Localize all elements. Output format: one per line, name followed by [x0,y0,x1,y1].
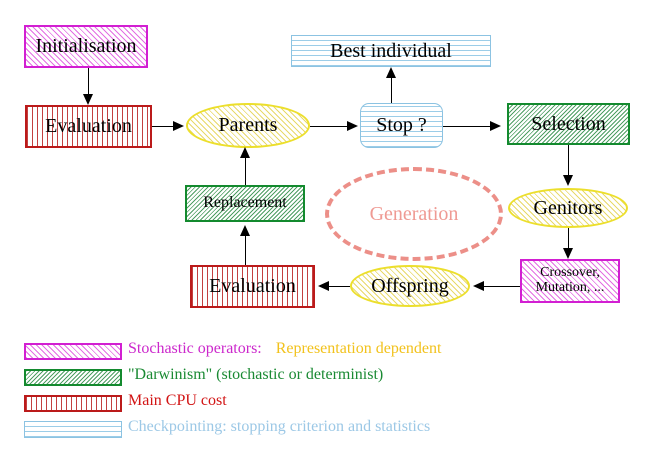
node-best-individual-label: Best individual [330,39,452,62]
legend-row-darwinism: "Darwinism" (stochastic or determinist) [0,366,662,392]
edge-selection-to-genitors [568,145,569,177]
edge-selection-to-genitors-arrowhead [563,175,573,186]
legend-text-checkpointing: Checkpointing: stopping criterion and st… [128,418,431,435]
legend-row-checkpointing: Checkpointing: stopping criterion and st… [0,418,662,444]
legend-text-stochastic-main: Stochastic operators: [128,340,262,357]
legend-row-cpu-cost: Main CPU cost [0,392,662,418]
edge-stop-to-selection [443,126,491,127]
node-evaluation-top[interactable]: Evaluation [25,105,152,148]
node-stop[interactable]: Stop ? [360,103,443,148]
node-genitors-label: Genitors [533,196,603,219]
edge-parents-to-stop [310,126,348,127]
node-stop-label: Stop ? [376,114,427,136]
legend-text-stochastic: Stochastic operators: Representation dep… [128,340,441,358]
edge-operators-to-offspring-arrowhead [473,281,484,291]
node-genitors[interactable]: Genitors [508,188,628,228]
edge-init-to-eval-arrowhead [83,94,93,105]
edge-stop-to-best [391,70,392,103]
legend-text-cpu-cost: Main CPU cost [128,392,227,409]
legend-text-stochastic-secondary: Representation dependent [275,340,442,357]
edge-parents-to-stop-arrowhead [347,121,358,131]
edge-eval-to-replacement-arrowhead [240,225,250,236]
node-offspring[interactable]: Offspring [350,265,470,307]
edge-eval-to-parents [152,126,174,127]
node-best-individual[interactable]: Best individual [291,35,491,67]
edge-replacement-to-parents [245,157,246,185]
node-evaluation-bottom[interactable]: Evaluation [190,265,315,308]
node-variation-operators-line1: Crossover, [540,265,600,281]
edge-offspring-to-eval [329,286,350,287]
node-initialisation-label: Initialisation [35,35,137,57]
edge-operators-to-offspring [484,286,520,287]
node-parents-label: Parents [218,114,278,136]
edge-eval-to-parents-arrowhead [173,121,184,131]
node-evaluation-bottom-label: Evaluation [209,275,296,297]
node-variation-operators-line2: Mutation, ... [535,280,605,295]
node-initialisation[interactable]: Initialisation [24,25,148,68]
node-parents[interactable]: Parents [186,103,310,148]
legend-swatch-blue-horizontal-hatch [24,421,122,438]
edge-offspring-to-eval-arrowhead [318,281,329,291]
legend-row-stochastic: Stochastic operators: Representation dep… [0,340,662,366]
legend-swatch-red-vertical-hatch [24,395,122,412]
node-evaluation-top-label: Evaluation [45,115,132,137]
legend-swatch-magenta-diagonal-hatch [24,343,122,360]
edge-replacement-to-parents-arrowhead [240,147,250,158]
legend-swatch-green-diagonal-hatch [24,369,122,386]
edge-genitors-to-operators-arrowhead [563,248,573,259]
node-replacement[interactable]: Replacement [185,185,305,222]
node-generation-label: Generation [369,202,459,225]
edge-stop-to-selection-arrowhead [490,121,501,131]
edge-init-to-eval [88,68,89,96]
node-selection[interactable]: Selection [507,103,630,145]
node-variation-operators[interactable]: Crossover, Mutation, ... [520,259,620,303]
edge-genitors-to-operators [568,228,569,249]
node-selection-label: Selection [531,112,606,135]
node-offspring-label: Offspring [371,274,449,297]
edge-eval-to-replacement [245,234,246,265]
legend-text-darwinism: "Darwinism" (stochastic or determinist) [128,366,384,383]
node-replacement-label: Replacement [203,194,287,212]
edge-stop-to-best-arrowhead [386,67,396,78]
node-generation: Generation [325,167,503,261]
